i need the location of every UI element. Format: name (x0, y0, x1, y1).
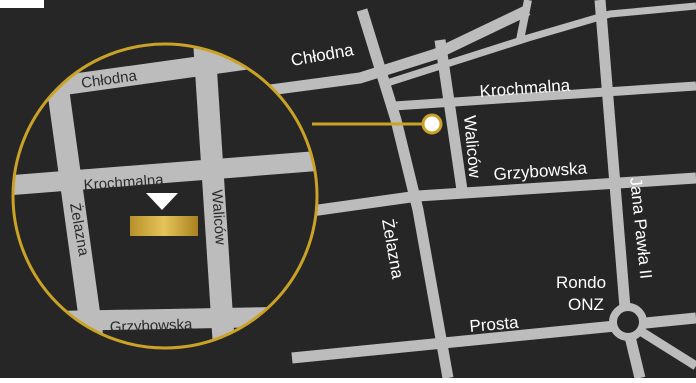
street-walicow (434, 39, 468, 191)
gold-bar-icon[interactable] (130, 216, 198, 236)
triangle-down-icon (146, 193, 178, 210)
street-zelazna (356, 8, 454, 379)
inset-rim (11, 42, 319, 350)
street-grzybowska (289, 172, 696, 220)
street-chlodna (209, 5, 531, 104)
inset-label-grzybowska: Grzybowska (110, 316, 194, 336)
circle-pin-icon[interactable] (421, 113, 443, 135)
inset-label-walicow: Waliców (208, 189, 229, 246)
roundabout-ring-icon (609, 303, 647, 341)
label-rondo: Rondo (556, 273, 606, 292)
label-onz: ONZ (568, 295, 604, 314)
inset-street-krochmalna (13, 150, 317, 196)
inset-label-krochmalna: Krochmalna (83, 171, 165, 194)
street-inner-diagonal (382, 2, 696, 88)
street-chlodna-upper (516, 0, 532, 41)
label-prosta: Prosta (469, 313, 520, 336)
